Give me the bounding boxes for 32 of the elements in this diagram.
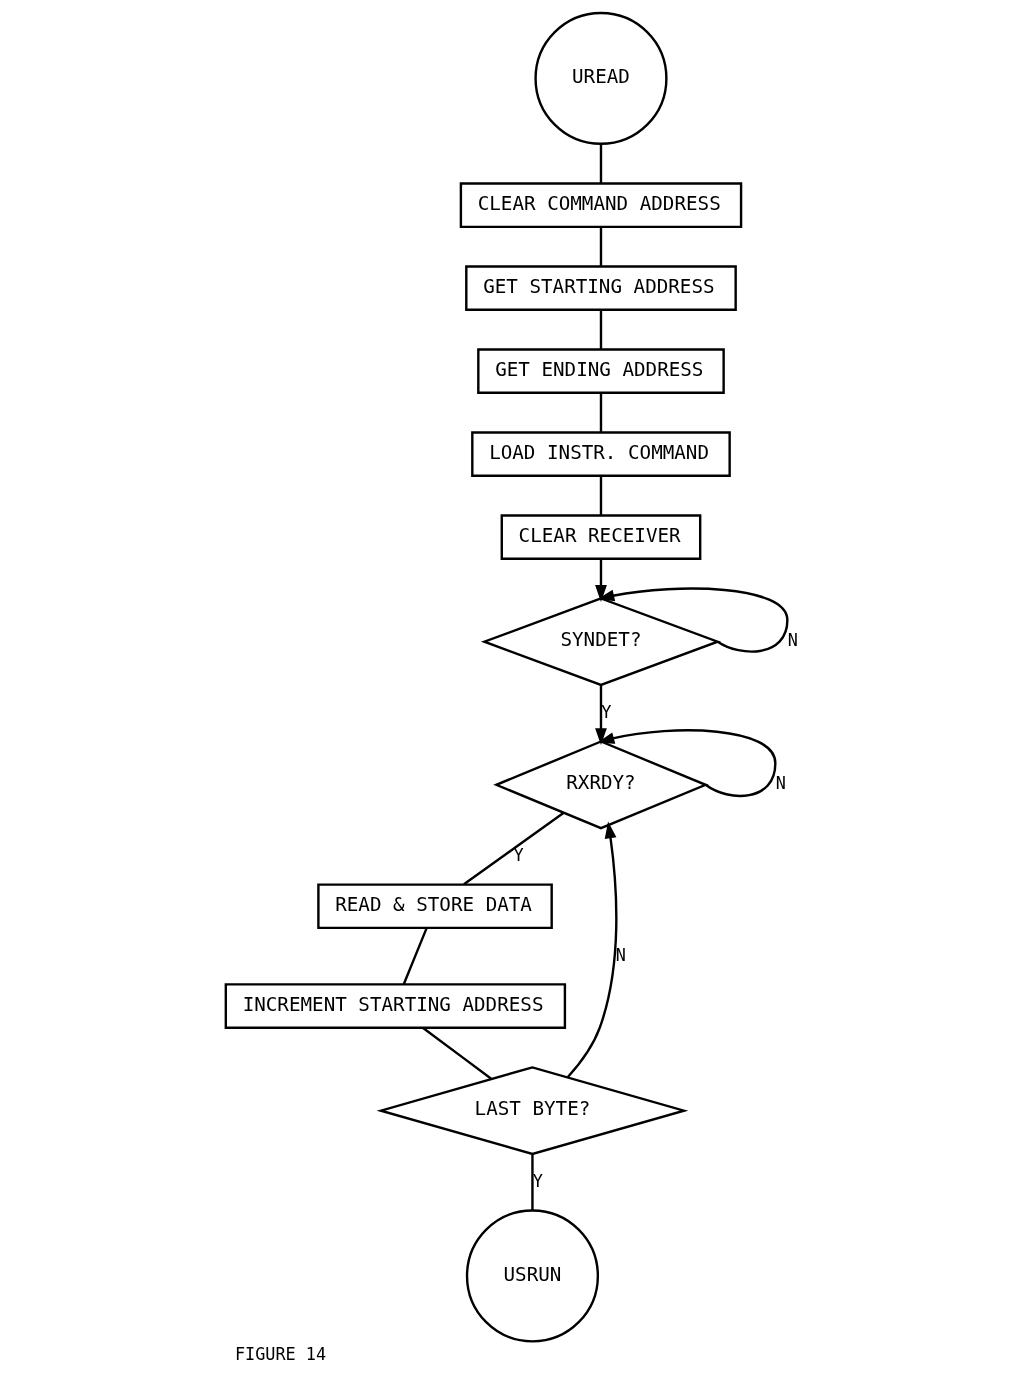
node-diamond: LAST BYTE? [376, 1066, 689, 1156]
connector [463, 811, 565, 886]
caption: FIGURE 14 [234, 1343, 327, 1364]
arrow [597, 587, 789, 653]
node-diamond: RXRDY? [493, 740, 709, 830]
node-box: LOAD INSTR. COMMAND [471, 431, 731, 477]
connector [599, 144, 603, 184]
arrow [567, 821, 618, 1078]
arrow [595, 558, 607, 602]
node-circle: UREAD [534, 11, 668, 145]
edge-label: Y [513, 844, 524, 865]
node-diamond: SYNDET? [480, 597, 722, 687]
node-circle: USRUN [465, 1209, 600, 1343]
edge-label: N [615, 944, 626, 965]
node-box: READ & STORE DATA [317, 883, 553, 930]
connector [599, 393, 603, 432]
edge-label: Y [601, 701, 612, 722]
node-box: GET STARTING ADDRESS [465, 265, 737, 311]
edge-label: N [787, 630, 798, 651]
arrow [595, 685, 607, 746]
connector [599, 310, 603, 349]
edge-label: N [775, 773, 786, 794]
connector [402, 927, 428, 985]
node-box: GET ENDING ADDRESS [477, 348, 725, 394]
connector [599, 227, 603, 266]
node-box: INCREMENT STARTING ADDRESS [224, 983, 567, 1029]
arrow [597, 729, 777, 798]
connector [531, 1154, 534, 1211]
connector [422, 1026, 492, 1080]
node-box: CLEAR COMMAND ADDRESS [459, 182, 743, 229]
connector [599, 476, 603, 515]
node-box: CLEAR RECEIVER [500, 514, 702, 560]
